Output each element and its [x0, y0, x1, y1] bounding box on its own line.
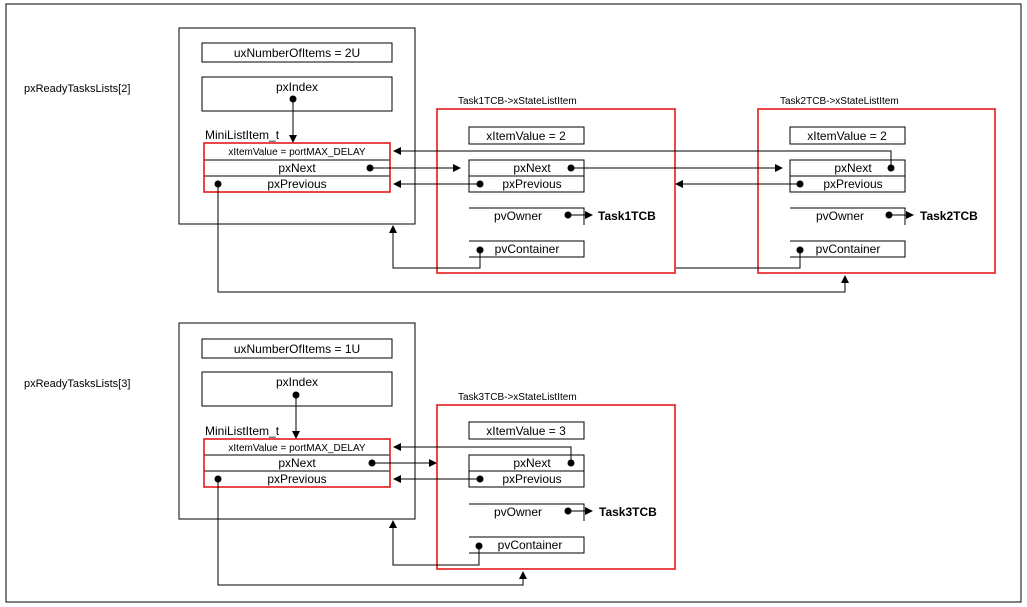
task1-list-item: xItemValue = 2 pxNext pxPrevious pvOwner… [468, 126, 656, 258]
mini-previous-to-task3-arrow [217, 479, 527, 586]
ready-list-2: pxReadyTasksLists[2] uxNumberOfItems = 2… [24, 27, 996, 293]
task1-owner-label: Task1TCB [598, 209, 656, 223]
task3-list-item: xItemValue = 3 pxNext pxPrevious pvOwner… [468, 421, 657, 554]
mini-field-next: pxNext [278, 456, 316, 470]
index-text: pxIndex [276, 80, 318, 94]
task3-container-arrow [389, 520, 480, 566]
task3-field-value: xItemValue = 3 [486, 424, 566, 438]
list2-connectors [217, 147, 892, 293]
list3-connectors [217, 443, 572, 586]
count-text: uxNumberOfItems = 2U [234, 46, 360, 60]
task3-field-owner: pvOwner [494, 505, 542, 519]
task3-next-to-mini-arrow [393, 443, 572, 463]
mini-field-value: xItemValue = portMAX_DELAY [228, 147, 366, 158]
task2-highlight [757, 108, 996, 274]
index-field [201, 76, 393, 112]
mini-title: MiniListItem_t [205, 128, 280, 142]
task3-title: Task3TCB->xStateListItem [458, 392, 577, 403]
task1-field-value: xItemValue = 2 [486, 129, 566, 143]
task2-field-previous: pxPrevious [823, 177, 882, 191]
task1-container-arrow [389, 225, 481, 269]
task1-field-next: pxNext [513, 161, 551, 175]
task2-field-container: pvContainer [816, 242, 881, 256]
mini-field-previous: pxPrevious [267, 472, 326, 486]
index-text: pxIndex [276, 375, 318, 389]
mini-field-value: xItemValue = portMAX_DELAY [228, 443, 366, 454]
mini-list-item: xItemValue = portMAX_DELAY pxNext pxPrev… [203, 142, 391, 193]
task1-highlight [436, 108, 676, 274]
count-field [201, 338, 393, 359]
list-label: pxReadyTasksLists[2] [24, 83, 130, 95]
list-container [178, 322, 416, 520]
task3-field-container: pvContainer [498, 538, 563, 552]
task2-field-value: xItemValue = 2 [807, 129, 887, 143]
task1-field-container: pvContainer [495, 242, 560, 256]
mini-previous-to-task2-arrow [217, 184, 849, 293]
task2-container-line [676, 250, 801, 269]
task1-field-previous: pxPrevious [502, 177, 561, 191]
mini-field-next: pxNext [278, 161, 316, 175]
task2-owner-label: Task2TCB [920, 209, 978, 223]
list-container [178, 27, 416, 225]
task2-next-to-mini-arrow [393, 147, 892, 168]
count-field [201, 42, 393, 63]
mini-title: MiniListItem_t [205, 424, 280, 438]
ready-list-3: pxReadyTasksLists[3] uxNumberOfItems = 1… [24, 322, 676, 586]
list-label: pxReadyTasksLists[3] [24, 378, 130, 390]
task3-field-previous: pxPrevious [502, 472, 561, 486]
task3-highlight [436, 404, 676, 570]
mini-list-item: xItemValue = portMAX_DELAY pxNext pxPrev… [203, 438, 391, 488]
mini-field-previous: pxPrevious [267, 177, 326, 191]
count-text: uxNumberOfItems = 1U [234, 342, 360, 356]
task3-owner-label: Task3TCB [599, 505, 657, 519]
task2-title: Task2TCB->xStateListItem [780, 96, 899, 107]
task3-field-next: pxNext [513, 456, 551, 470]
task1-title: Task1TCB->xStateListItem [458, 96, 577, 107]
task2-list-item: xItemValue = 2 pxNext pxPrevious pvOwner… [789, 126, 978, 258]
task2-field-owner: pvOwner [816, 209, 864, 223]
task1-field-owner: pvOwner [494, 209, 542, 223]
task2-field-next: pxNext [834, 161, 872, 175]
diagram-frame [5, 3, 1022, 603]
index-field [201, 371, 393, 407]
